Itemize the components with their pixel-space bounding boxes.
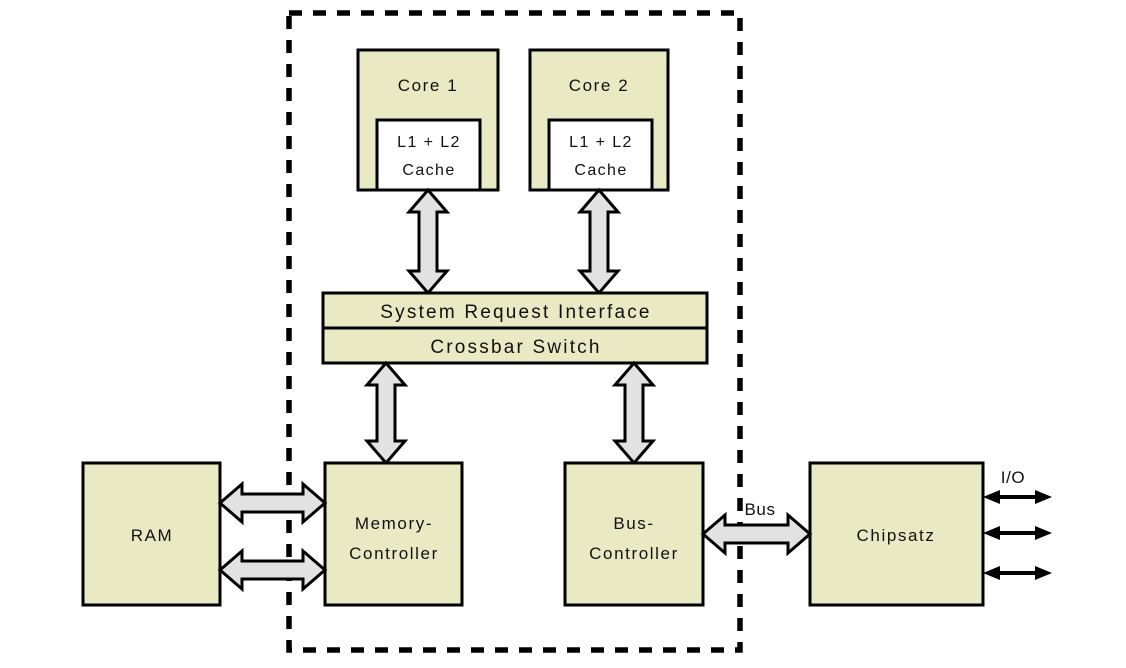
ram-label: RAM [131,526,174,545]
crossbar-label: Crossbar Switch [430,337,601,358]
io-arrow-1 [983,490,1052,504]
busctrl-line1: Bus- [613,514,654,533]
core1-cache-box [375,118,482,192]
ram-block[interactable]: RAM [81,461,222,607]
crossbar-box [321,326,709,365]
busctrl-line2: Controller [589,544,679,563]
die-boundary [286,10,743,653]
arrow-busctrl-chipset [700,511,813,557]
arrow-crossbar-busctrl [611,360,657,466]
core1-cache-line2: Cache [402,162,455,179]
bus-label: Bus [744,500,775,519]
core1-label: Core 1 [398,76,459,95]
arrow-ram-memctrl-1 [217,480,328,526]
chipset-label: Chipsatz [857,526,936,545]
bus-controller-block[interactable]: Bus- Controller [563,461,705,607]
core2-cache-line2: Cache [574,162,627,179]
arrow-core1-sri [405,187,451,296]
sri-label: System Request Interface [380,302,651,323]
memctrl-line1: Memory- [355,514,433,533]
chipset-block[interactable]: Chipsatz [808,461,985,607]
io-arrow-2 [983,526,1052,540]
core2-label: Core 2 [569,76,630,95]
core1-cache-line1: L1 + L2 [397,134,461,151]
core2-cache-box [547,118,654,192]
ram-box [81,461,222,607]
io-label: I/O [1001,468,1025,487]
core2-block[interactable]: Core 2 L1 + L2 Cache [528,48,670,192]
arrow-core2-sri [576,187,622,296]
arrow-ram-memctrl-2 [217,547,328,593]
crossbar-switch-block[interactable]: Crossbar Switch [321,326,709,365]
memctrl-box [323,461,464,607]
system-request-interface-block[interactable]: System Request Interface [321,291,709,330]
core2-cache-line1: L1 + L2 [569,134,633,151]
memctrl-line2: Controller [349,544,439,563]
chipset-box [808,461,985,607]
io-arrow-3 [983,566,1052,580]
core1-block[interactable]: Core 1 L1 + L2 Cache [356,48,500,192]
busctrl-box [563,461,705,607]
arrow-crossbar-memctrl [363,360,409,466]
memory-controller-block[interactable]: Memory- Controller [323,461,464,607]
